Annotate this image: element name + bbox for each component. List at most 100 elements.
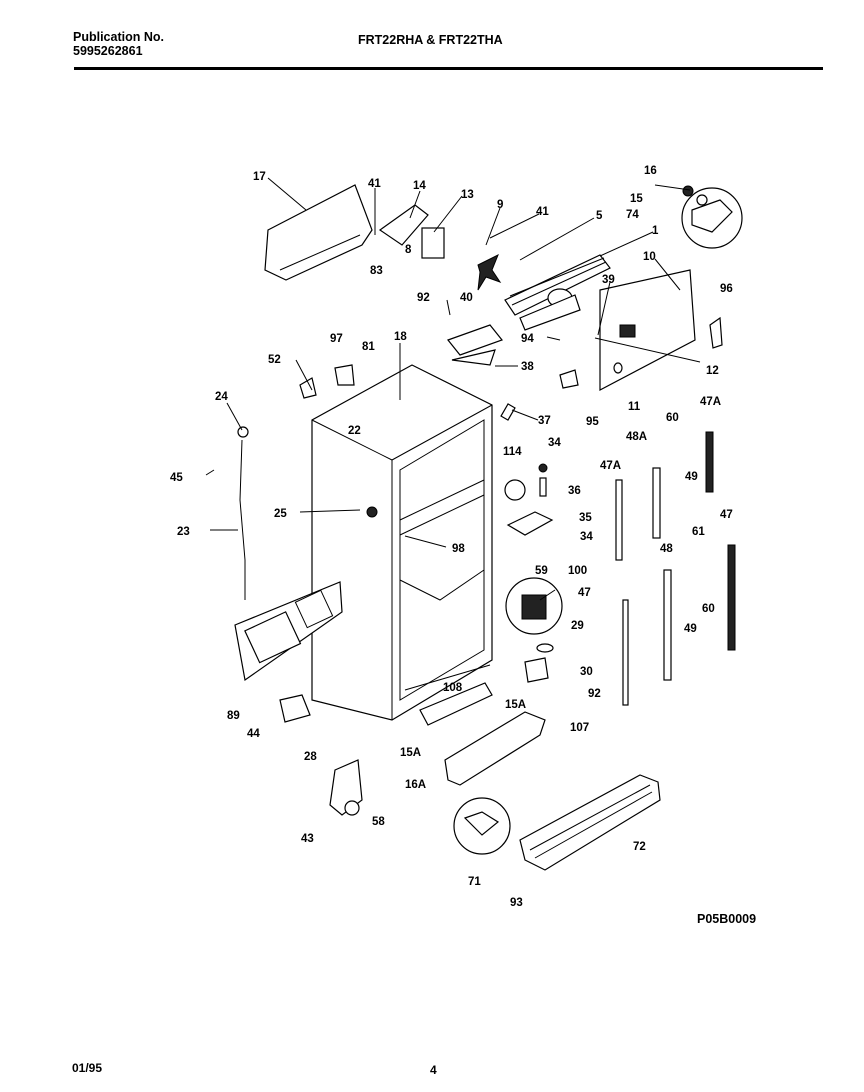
callout-47: 47 — [720, 509, 733, 521]
callout-30: 30 — [580, 666, 593, 678]
callout-45: 45 — [170, 472, 183, 484]
callout-48: 48 — [660, 543, 673, 555]
callout-16A: 16A — [405, 779, 426, 791]
callout-34: 34 — [548, 437, 561, 449]
callout-71: 71 — [468, 876, 481, 888]
callout-83: 83 — [370, 265, 383, 277]
rear-panel — [599, 269, 696, 391]
part-29 — [536, 643, 554, 653]
part-97 — [334, 364, 355, 386]
shelf-strips — [615, 431, 736, 706]
callout-23: 23 — [177, 526, 190, 538]
callout-13: 13 — [461, 189, 474, 201]
callout-107: 107 — [570, 722, 589, 734]
callout-52: 52 — [268, 354, 281, 366]
part-52 — [299, 377, 317, 399]
callout-16: 16 — [644, 165, 657, 177]
callout-61: 61 — [692, 526, 705, 538]
back-cover — [234, 581, 343, 682]
header-rule — [74, 67, 823, 70]
callout-48A: 48A — [626, 431, 647, 443]
drain-trough — [447, 324, 503, 356]
fan-blade — [477, 253, 502, 291]
callout-22: 22 — [348, 425, 361, 437]
callout-9: 9 — [497, 199, 503, 211]
part-108 — [419, 682, 493, 726]
callout-25: 25 — [274, 508, 287, 520]
evaporator-cover — [264, 184, 373, 281]
callout-47A: 47A — [700, 396, 721, 408]
callout-28: 28 — [304, 751, 317, 763]
callout-1: 1 — [652, 225, 659, 237]
publication-number: 5995262861 — [73, 44, 143, 58]
callout-89: 89 — [227, 710, 240, 722]
callout-36: 36 — [568, 485, 581, 497]
callout-92b: 92 — [588, 688, 601, 700]
callout-labels: 17 41 14 13 9 41 5 16 15 74 1 83 8 10 39… — [170, 165, 733, 909]
callout-17: 17 — [253, 171, 266, 183]
part-37 — [500, 403, 516, 421]
callout-38: 38 — [521, 361, 534, 373]
callout-98: 98 — [452, 543, 465, 555]
callout-95: 95 — [586, 416, 599, 428]
footer-page-number: 4 — [430, 1063, 437, 1077]
callout-114: 114 — [503, 446, 522, 458]
callout-59: 59 — [535, 565, 548, 577]
callout-39: 39 — [602, 274, 615, 286]
defrost-heater-bracket — [451, 349, 496, 366]
callout-44: 44 — [247, 728, 260, 740]
part-36 — [539, 477, 547, 497]
leader-lines — [205, 177, 701, 601]
callout-81: 81 — [362, 341, 375, 353]
callout-96: 96 — [720, 283, 733, 295]
callout-43: 43 — [301, 833, 314, 845]
callout-47A-b: 47A — [600, 460, 621, 472]
callout-18: 18 — [394, 331, 407, 343]
callout-60b: 60 — [702, 603, 715, 615]
callout-15A: 15A — [505, 699, 526, 711]
callout-14: 14 — [413, 180, 426, 192]
toe-grille — [519, 774, 661, 871]
part-25 — [366, 506, 378, 518]
callout-8: 8 — [405, 244, 412, 256]
evaporator-coil — [504, 254, 611, 331]
publication-label: Publication No. — [73, 30, 164, 44]
callout-5: 5 — [596, 210, 603, 222]
tube-23 — [239, 439, 246, 600]
part-34 — [538, 463, 548, 473]
callout-60: 60 — [666, 412, 679, 424]
callout-58: 58 — [372, 816, 385, 828]
callout-29: 29 — [571, 620, 584, 632]
footer-date: 01/95 — [72, 1061, 103, 1075]
part-114 — [504, 479, 526, 501]
fan-bracket — [378, 204, 429, 246]
callout-108: 108 — [443, 682, 463, 694]
cabinet-body — [311, 364, 493, 721]
callout-24: 24 — [215, 391, 228, 403]
callout-97: 97 — [330, 333, 343, 345]
part-95 — [559, 369, 579, 389]
diagram-code: P05B0009 — [697, 912, 756, 926]
callout-37: 37 — [538, 415, 551, 427]
part-96 — [709, 316, 723, 349]
callout-92: 92 — [417, 292, 430, 304]
callout-15: 15 — [630, 193, 643, 205]
fan-motor — [421, 227, 445, 259]
rear-panel-bracket — [619, 324, 636, 338]
callout-34b: 34 — [580, 531, 593, 543]
callout-47b: 47 — [578, 587, 591, 599]
part-44 — [279, 694, 311, 723]
callout-93: 93 — [510, 897, 523, 909]
model-numbers: FRT22RHA & FRT22THA — [358, 33, 503, 47]
callout-100: 100 — [568, 565, 587, 577]
callout-11: 11 — [628, 401, 641, 413]
callout-35: 35 — [579, 512, 592, 524]
callout-12: 12 — [706, 365, 719, 377]
callout-72: 72 — [633, 841, 646, 853]
callout-49b: 49 — [684, 623, 697, 635]
callout-41b: 41 — [536, 206, 549, 218]
part-107 — [444, 711, 546, 786]
part-30 — [524, 657, 549, 683]
callout-74: 74 — [626, 209, 639, 221]
